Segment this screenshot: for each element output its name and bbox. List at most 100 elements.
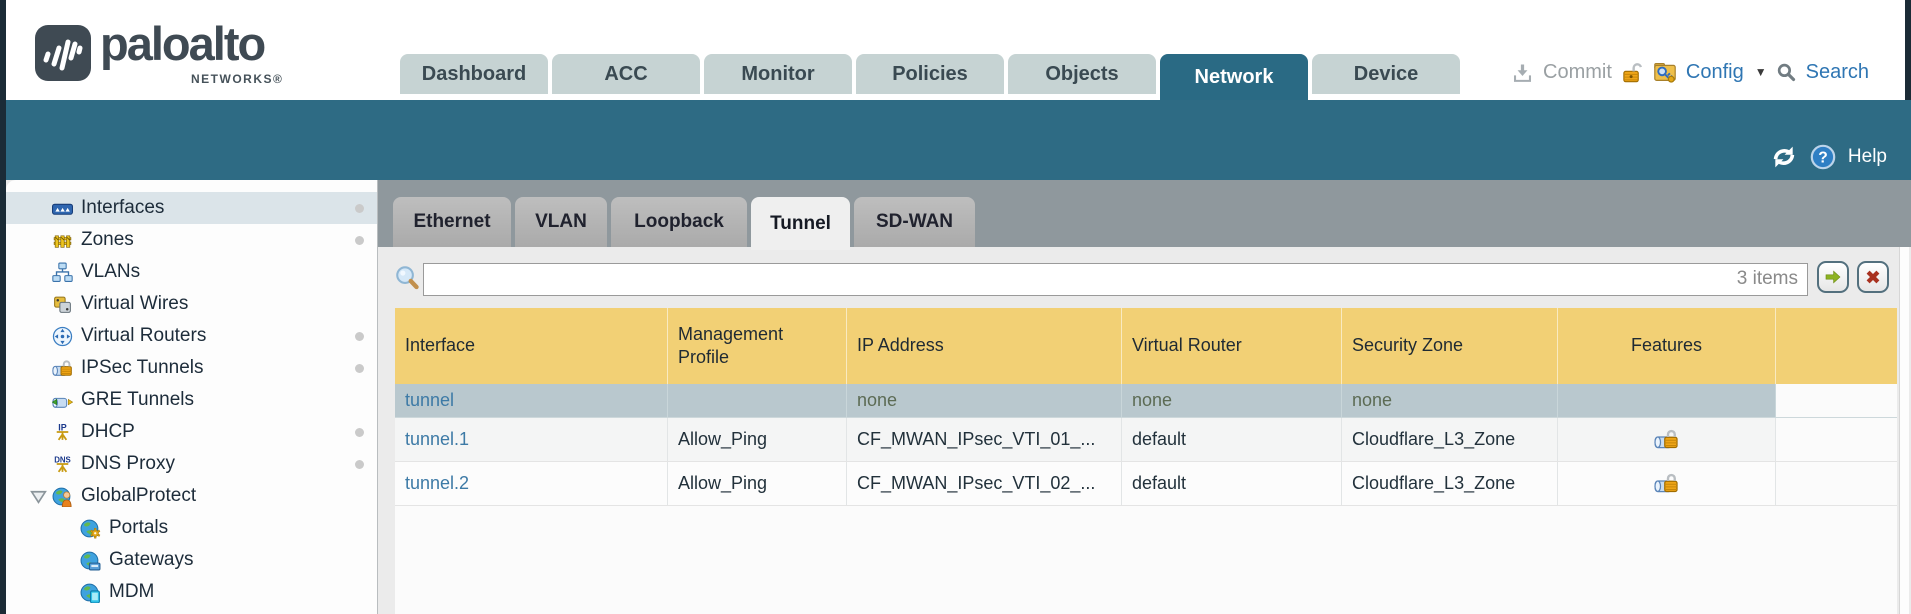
cell-empty — [1776, 384, 1897, 417]
sidebar-item-ipsec-tunnels[interactable]: IPSec Tunnels — [6, 352, 377, 384]
status-dot — [355, 428, 364, 437]
sidebar-item-virtual-wires[interactable]: Virtual Wires — [6, 288, 377, 320]
utility-bar: Commit Config ▼ Search — [1511, 52, 1869, 92]
sidebar-item-zones[interactable]: Zones — [6, 224, 377, 256]
expander-spacer — [28, 454, 52, 474]
help-icon[interactable]: ? — [1810, 144, 1836, 170]
cell-value: none — [1352, 390, 1393, 410]
sidebar-item-interfaces[interactable]: Interfaces — [6, 192, 377, 224]
expander-spacer — [28, 422, 52, 442]
expander-spacer — [56, 518, 80, 538]
sidebar-item-portals[interactable]: Portals — [6, 512, 377, 544]
globalprotect-icon — [52, 487, 72, 507]
subtab-sd-wan[interactable]: SD-WAN — [854, 197, 975, 247]
column-header-interface[interactable]: Interface — [395, 308, 668, 384]
subtab-vlan[interactable]: VLAN — [515, 197, 607, 247]
column-header-features[interactable]: Features — [1558, 308, 1776, 384]
column-header-empty — [1776, 308, 1897, 384]
subtab-loopback[interactable]: Loopback — [611, 197, 747, 247]
section-band: ? Help — [6, 100, 1911, 180]
status-dot — [355, 236, 364, 245]
cell-management-profile: Allow_Ping — [668, 418, 847, 461]
cell-security-zone: Cloudflare_L3_Zone — [1342, 418, 1558, 461]
sidebar-item-virtual-routers[interactable]: Virtual Routers — [6, 320, 377, 352]
logo-networks-text: NETWORKS® — [191, 72, 284, 86]
expander-icon — [30, 490, 47, 504]
cell-interface: tunnel.1 — [395, 418, 668, 461]
column-header-security-zone[interactable]: Security Zone — [1342, 308, 1558, 384]
config-caret-icon[interactable]: ▼ — [1754, 65, 1767, 79]
lock-open-icon[interactable] — [1621, 61, 1644, 84]
refresh-icon[interactable] — [1770, 143, 1798, 171]
column-header-virtual-router[interactable]: Virtual Router — [1122, 308, 1342, 384]
tab-dashboard[interactable]: Dashboard — [400, 54, 548, 94]
commit-icon — [1514, 63, 1532, 82]
cell-management-profile — [668, 384, 847, 417]
cell-ip-address: CF_MWAN_IPsec_VTI_02_... — [847, 462, 1122, 505]
gre-tunnels-icon — [52, 397, 73, 408]
sidebar-item-label: IPSec Tunnels — [81, 357, 204, 378]
sidebar-item-globalprotect[interactable]: GlobalProtect — [6, 480, 377, 512]
sidebar-item-label: Gateways — [109, 549, 194, 570]
dhcp-icon: IP — [56, 422, 69, 440]
svg-text:DNS: DNS — [54, 455, 71, 464]
sidebar-item-vlans[interactable]: VLANs — [6, 256, 377, 288]
sidebar-item-label: Virtual Wires — [81, 293, 189, 314]
filter-search-input[interactable] — [424, 264, 1807, 295]
help-label[interactable]: Help — [1847, 146, 1887, 167]
sidebar-item-label: GlobalProtect — [81, 485, 197, 506]
sidebar-item-label: Zones — [81, 229, 134, 250]
cell-empty — [1776, 462, 1897, 505]
svg-text:IP: IP — [58, 422, 66, 432]
config-button[interactable]: Config — [1685, 60, 1744, 83]
interface-link[interactable]: tunnel — [405, 390, 455, 410]
interfaces-icon — [52, 203, 73, 215]
column-header-ip-address[interactable]: IP Address — [847, 308, 1122, 384]
clear-filter-button[interactable] — [1857, 261, 1889, 293]
sidebar-item-gateways[interactable]: Gateways — [6, 544, 377, 576]
expander-spacer — [28, 230, 52, 250]
sidebar-item-label: Interfaces — [81, 197, 165, 218]
tab-policies[interactable]: Policies — [856, 54, 1004, 94]
cell-value: Cloudflare_L3_Zone — [1352, 473, 1516, 493]
tab-network[interactable]: Network — [1160, 54, 1308, 100]
cell-interface: tunnel — [395, 384, 668, 417]
expander-spacer — [28, 326, 52, 346]
tab-monitor[interactable]: Monitor — [704, 54, 852, 94]
subtab-tunnel[interactable]: Tunnel — [751, 197, 850, 250]
cell-virtual-router: none — [1122, 384, 1342, 417]
commit-button[interactable]: Commit — [1543, 60, 1612, 83]
expander-spacer — [56, 550, 80, 570]
sidebar-item-label: DNS Proxy — [81, 453, 175, 474]
column-header-management-profile[interactable]: Management Profile — [668, 308, 847, 384]
subtab-ethernet[interactable]: Ethernet — [393, 197, 511, 247]
window-edge-left — [0, 0, 6, 614]
tab-device[interactable]: Device — [1312, 54, 1460, 94]
tab-acc[interactable]: ACC — [552, 54, 700, 94]
cell-virtual-router: default — [1122, 462, 1342, 505]
sidebar-item-gre-tunnels[interactable]: GRE Tunnels — [6, 384, 377, 416]
sidebar-item-dns-proxy[interactable]: DNS DNS Proxy — [6, 448, 377, 480]
apply-filter-button[interactable] — [1817, 261, 1849, 293]
expander-spacer — [28, 198, 52, 218]
expand-triangle-icon[interactable] — [28, 486, 52, 506]
global-search-button[interactable]: Search — [1805, 60, 1869, 83]
virtual-wires-icon — [54, 296, 71, 313]
sidebar-item-label: MDM — [109, 581, 155, 602]
interface-link[interactable]: tunnel.2 — [405, 473, 470, 493]
interface-link[interactable]: tunnel.1 — [405, 429, 470, 449]
green-arrow-icon — [1825, 270, 1841, 284]
vlans-icon — [52, 262, 73, 282]
sidebar-item-mdm[interactable]: MDM — [6, 576, 377, 608]
tab-objects[interactable]: Objects — [1008, 54, 1156, 94]
expander-spacer — [28, 358, 52, 378]
scrollbar-track[interactable] — [1899, 247, 1909, 614]
